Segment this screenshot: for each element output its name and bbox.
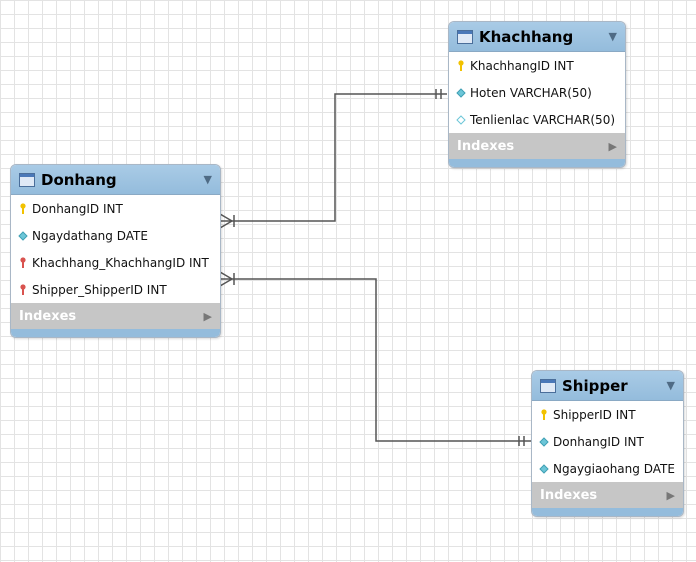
column-row[interactable]: Khachhang_KhachhangID INT xyxy=(11,249,220,276)
foreign-key-icon xyxy=(20,283,26,295)
table-icon xyxy=(457,29,473,44)
table-shipper-indexes[interactable]: Indexes ▶ xyxy=(532,482,683,508)
table-icon xyxy=(19,172,35,187)
indexes-label: Indexes xyxy=(457,138,515,154)
column-label: KhachhangID INT xyxy=(470,58,574,73)
column-row[interactable]: Ngaygiaohang DATE xyxy=(532,455,683,482)
table-donhang-header[interactable]: Donhang ▼ xyxy=(11,165,220,195)
column-row[interactable]: Shipper_ShipperID INT xyxy=(11,276,220,303)
filled-diamond-icon xyxy=(456,87,466,98)
table-shipper[interactable]: Shipper ▼ ShipperID INT DonhangID INT Ngay… xyxy=(531,370,684,517)
collapse-arrow-icon[interactable]: ▼ xyxy=(203,173,212,186)
column-row[interactable]: Ngaydathang DATE xyxy=(11,222,220,249)
filled-diamond-icon xyxy=(539,436,549,447)
table-footer xyxy=(11,329,220,337)
table-khachhang[interactable]: Khachhang ▼ KhachhangID INT Hoten VARCHAR… xyxy=(448,21,626,168)
column-label: Hoten VARCHAR(50) xyxy=(470,85,592,100)
table-donhang[interactable]: Donhang ▼ DonhangID INT Ngaydathang DATE K… xyxy=(10,164,221,338)
column-row[interactable]: Tenlienlac VARCHAR(50) xyxy=(449,106,625,133)
foreign-key-icon xyxy=(20,256,26,268)
filled-diamond-icon xyxy=(18,230,28,241)
table-khachhang-header[interactable]: Khachhang ▼ xyxy=(449,22,625,52)
column-label: Tenlienlac VARCHAR(50) xyxy=(470,112,616,127)
column-label: Shipper_ShipperID INT xyxy=(32,282,167,297)
column-row[interactable]: DonhangID INT xyxy=(11,195,220,222)
column-row[interactable]: ShipperID INT xyxy=(532,401,683,428)
column-label: Ngaydathang DATE xyxy=(32,228,148,243)
column-row[interactable]: DonhangID INT xyxy=(532,428,683,455)
relationship-donhang-shipper[interactable] xyxy=(219,271,531,446)
column-label: DonhangID INT xyxy=(553,434,644,449)
indexes-label: Indexes xyxy=(19,308,77,324)
column-row[interactable]: Hoten VARCHAR(50) xyxy=(449,79,625,106)
column-label: Ngaygiaohang DATE xyxy=(553,461,675,476)
expand-arrow-icon[interactable]: ▶ xyxy=(608,139,617,153)
collapse-arrow-icon[interactable]: ▼ xyxy=(608,30,617,43)
table-footer xyxy=(532,508,683,516)
relationship-donhang-khachhang[interactable] xyxy=(219,89,447,229)
primary-key-icon xyxy=(541,408,547,420)
table-khachhang-columns: KhachhangID INT Hoten VARCHAR(50) Tenlienl… xyxy=(449,52,625,133)
indexes-label: Indexes xyxy=(540,487,598,503)
table-shipper-columns: ShipperID INT DonhangID INT Ngaygiaohang D… xyxy=(532,401,683,482)
table-khachhang-title: Khachhang xyxy=(479,27,574,46)
column-label: DonhangID INT xyxy=(32,201,123,216)
table-khachhang-indexes[interactable]: Indexes ▶ xyxy=(449,133,625,159)
collapse-arrow-icon[interactable]: ▼ xyxy=(666,379,675,392)
filled-diamond-icon xyxy=(539,463,549,474)
expand-arrow-icon[interactable]: ▶ xyxy=(666,488,675,502)
expand-arrow-icon[interactable]: ▶ xyxy=(203,309,212,323)
column-label: Khachhang_KhachhangID INT xyxy=(32,255,209,270)
table-icon xyxy=(540,378,556,393)
hollow-diamond-icon xyxy=(456,114,466,125)
primary-key-icon xyxy=(458,59,464,71)
column-row[interactable]: KhachhangID INT xyxy=(449,52,625,79)
column-label: ShipperID INT xyxy=(553,407,636,422)
table-footer xyxy=(449,159,625,167)
table-donhang-indexes[interactable]: Indexes ▶ xyxy=(11,303,220,329)
table-shipper-header[interactable]: Shipper ▼ xyxy=(532,371,683,401)
table-donhang-title: Donhang xyxy=(41,170,117,189)
table-donhang-columns: DonhangID INT Ngaydathang DATE Khachhang_K… xyxy=(11,195,220,303)
table-shipper-title: Shipper xyxy=(562,376,628,395)
primary-key-icon xyxy=(20,202,26,214)
